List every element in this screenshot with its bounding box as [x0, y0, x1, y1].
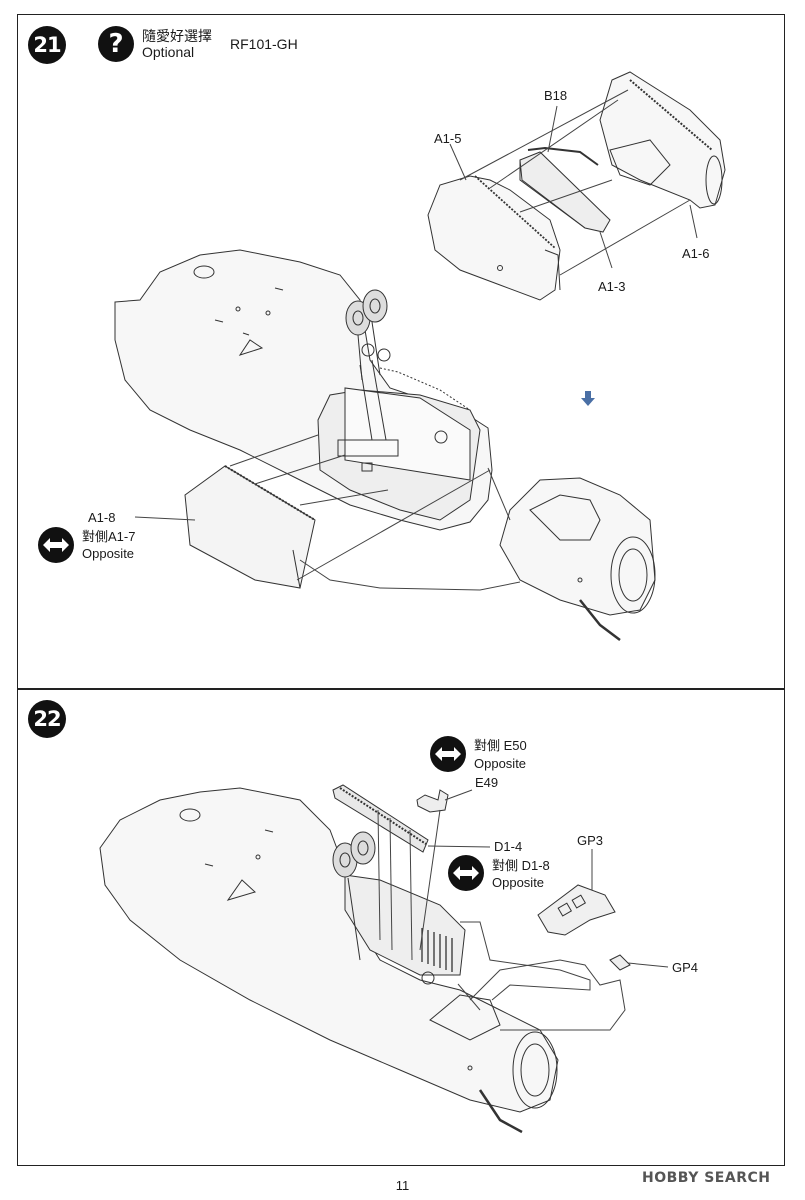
cockpit-floor-a1-3	[519, 146, 611, 233]
label-d1-4: D1-4	[494, 839, 523, 854]
watermark: HOBBY SEARCH	[642, 1170, 771, 1186]
label-e50-opposite: Opposite	[474, 756, 527, 771]
label-e50: 對側 E50	[474, 738, 527, 753]
part-gp4	[609, 954, 631, 971]
landing-gear-wheel-21	[345, 289, 391, 381]
label-a1-8: A1-8	[88, 510, 116, 525]
assembly-lines-22	[377, 809, 626, 1031]
part-d1-4	[332, 784, 429, 853]
part-gp3	[537, 884, 616, 936]
fuselage-body-22	[99, 787, 559, 1134]
part-e49	[416, 789, 449, 813]
gear-bay-22	[344, 874, 466, 985]
label-gp4: GP4	[672, 960, 699, 975]
optional-label-zh: 隨愛好選擇	[142, 28, 212, 44]
label-a1-7: 對側A1-7	[82, 529, 136, 544]
label-a1-3: A1-3	[598, 279, 626, 294]
double-arrow-icon	[38, 527, 74, 563]
label-e49: E49	[475, 775, 499, 790]
page-number: 11	[395, 1178, 410, 1193]
label-a1-5: A1-5	[434, 131, 462, 146]
arrow-down-icon	[581, 391, 595, 406]
door-a1-8	[184, 465, 316, 589]
optional-label-en: Optional	[142, 44, 195, 60]
landing-gear-wheel-22	[332, 831, 376, 961]
label-opposite-21: Opposite	[82, 546, 135, 561]
label-gp3: GP3	[577, 833, 604, 848]
label-a1-6: A1-6	[682, 246, 710, 261]
double-arrow-icon	[448, 855, 484, 891]
question-icon: ?	[98, 26, 134, 62]
label-d1-8: 對側 D1-8	[492, 858, 550, 873]
step-21-number: 21	[28, 26, 66, 64]
variant-label: RF101-GH	[230, 36, 298, 52]
label-b18: B18	[544, 88, 568, 103]
assembly-lines-21	[229, 434, 521, 591]
double-arrow-icon	[430, 736, 466, 772]
canopy-part-a1-6	[599, 71, 726, 209]
intake-21	[499, 477, 656, 641]
label-d1-8-opposite: Opposite	[492, 875, 545, 890]
step-22-number: 22	[28, 700, 66, 738]
canopy-part-a1-5	[427, 175, 561, 301]
gear-bay-21	[317, 359, 481, 521]
assembly-lines-21b	[459, 89, 691, 276]
